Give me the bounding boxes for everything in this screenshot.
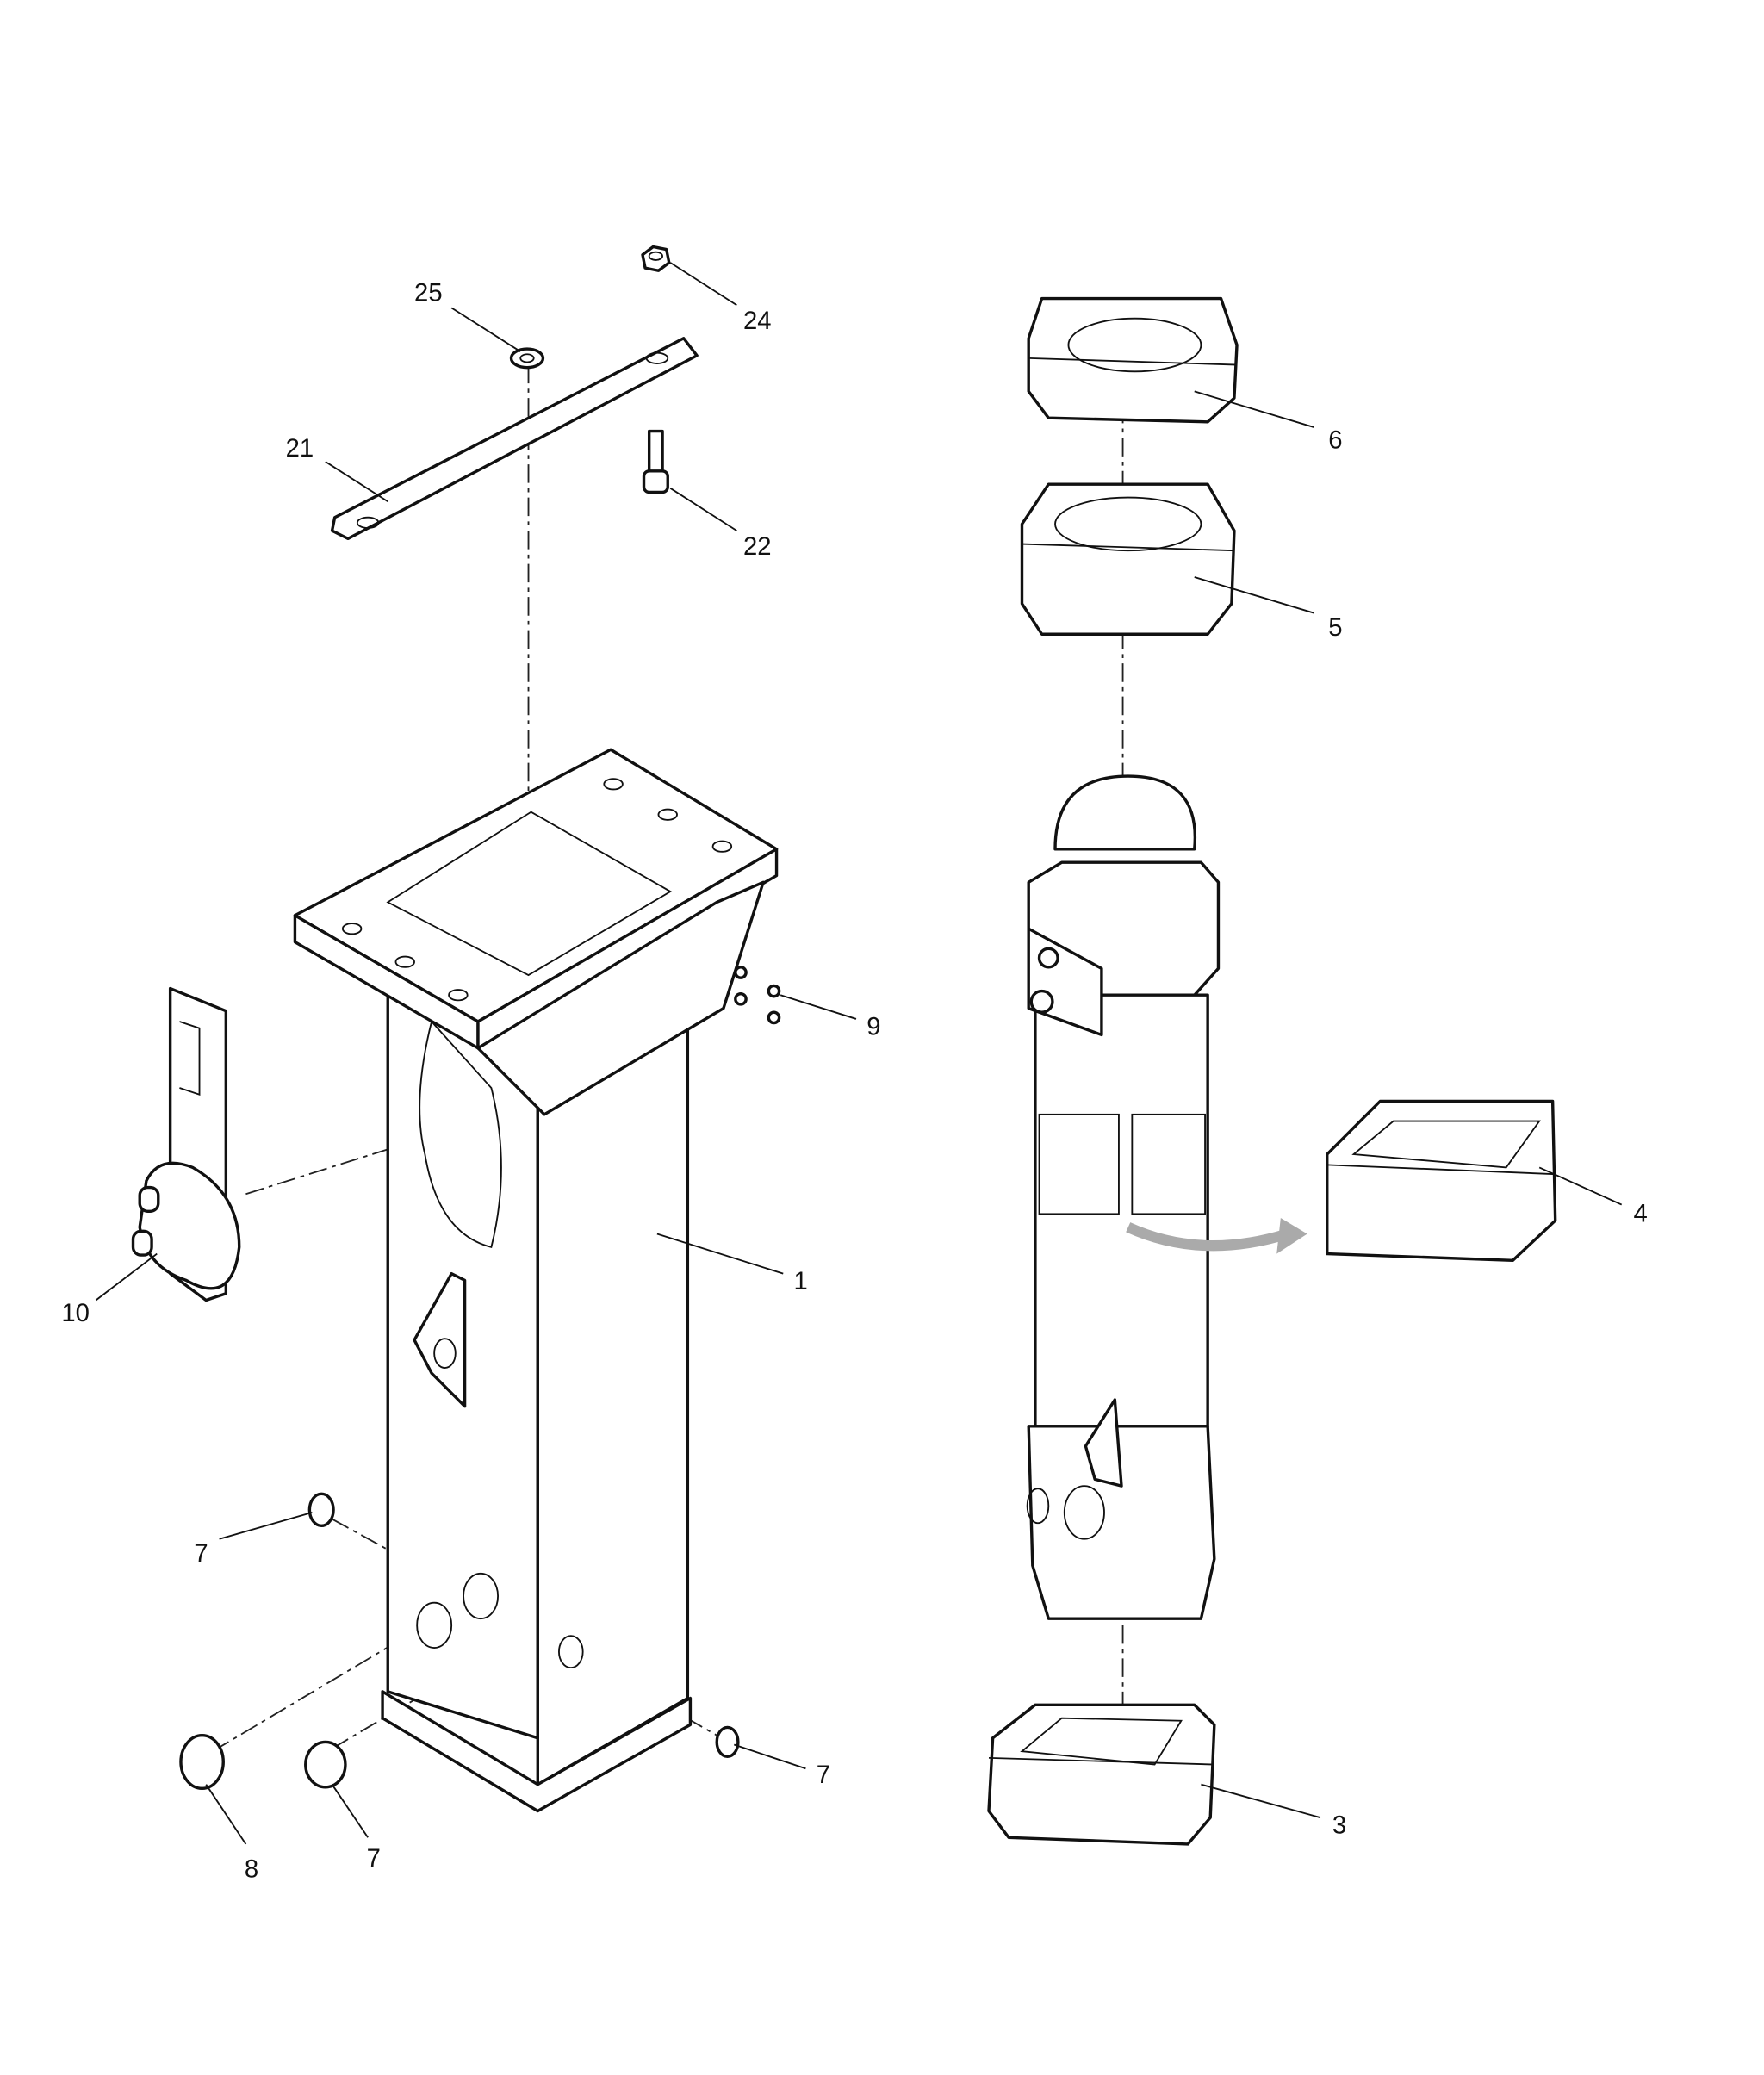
callout-5: 5 — [1328, 614, 1342, 642]
part-9-nuts — [734, 966, 781, 1025]
part-10-bracket — [131, 986, 241, 1302]
callout-3: 3 — [1332, 1812, 1346, 1840]
callout-7: 7 — [367, 1845, 381, 1873]
callout-10: 10 — [61, 1300, 90, 1327]
part-4-buffer — [1326, 1099, 1557, 1262]
part-8-ring — [179, 1733, 225, 1790]
callout-24: 24 — [743, 308, 772, 335]
part-22-bolt — [642, 429, 669, 494]
callout-7: 7 — [817, 1761, 830, 1789]
callout-9: 9 — [866, 1013, 880, 1041]
callout-22: 22 — [743, 533, 772, 561]
part-5-buffer — [1020, 482, 1236, 636]
leader-lines — [95, 262, 1623, 1845]
hammer-cylinder — [1026, 774, 1307, 1620]
callout-25: 25 — [414, 280, 443, 308]
callout-8: 8 — [245, 1855, 258, 1883]
part-7-rings — [304, 1492, 740, 1789]
callout-labels: 25 24 21 22 6 5 9 4 1 10 7 7 8 7 3 — [61, 280, 1648, 1884]
part-24-nut — [641, 245, 671, 272]
callout-1: 1 — [794, 1268, 808, 1295]
callout-21: 21 — [286, 435, 314, 463]
callout-7: 7 — [194, 1540, 208, 1568]
part-21-plate — [330, 337, 699, 541]
part-1-housing — [293, 748, 779, 1813]
part-6-buffer — [1027, 296, 1239, 424]
part-3-buffer — [987, 1703, 1216, 1846]
callout-4: 4 — [1634, 1201, 1648, 1228]
part-25-washer — [509, 347, 545, 370]
callout-6: 6 — [1328, 427, 1342, 455]
